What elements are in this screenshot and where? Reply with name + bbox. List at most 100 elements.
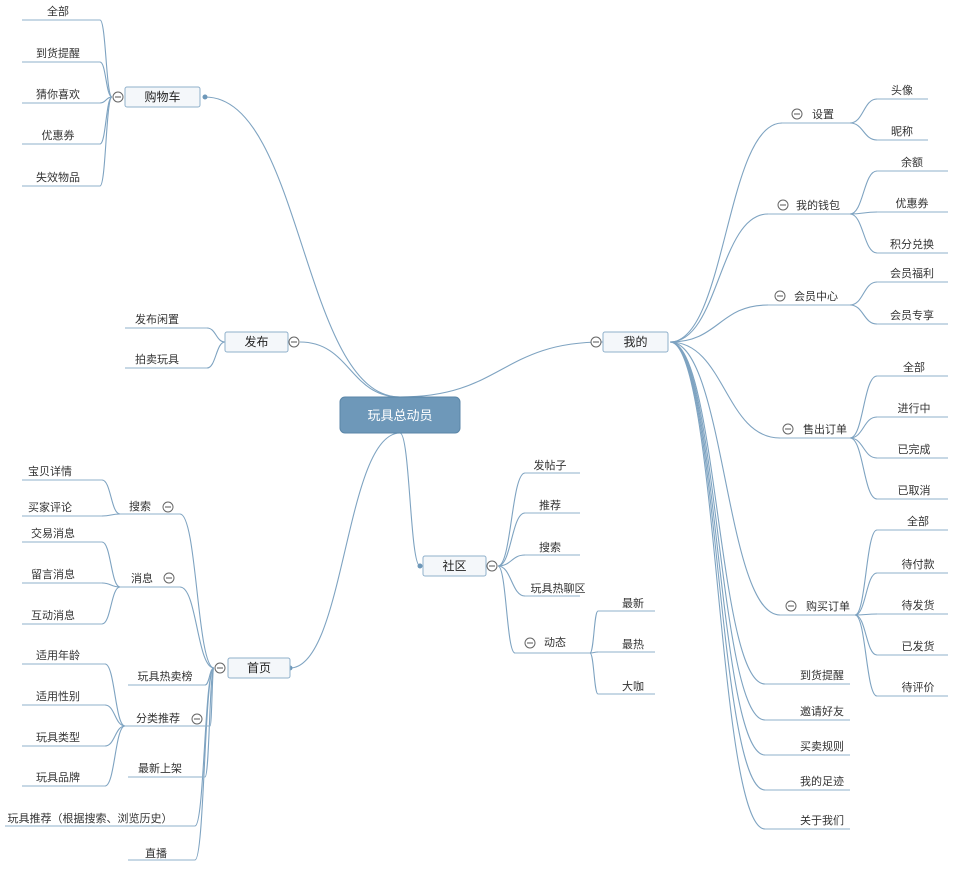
edge-category-item	[104, 663, 126, 727]
edge-mine-other	[669, 341, 766, 830]
edge-member-item	[849, 281, 878, 306]
message-item-0: 交易消息	[31, 526, 75, 540]
edge-cart-item	[99, 96, 113, 187]
edge-category-item	[104, 725, 126, 787]
cart-item-2: 猜你喜欢	[36, 87, 80, 101]
community-item-2: 搜索	[539, 540, 561, 554]
edge-feed-item	[589, 652, 599, 695]
home-node[interactable]: 首页	[227, 657, 291, 679]
home-node-label: 首页	[247, 661, 271, 675]
community-node[interactable]: 社区	[422, 555, 487, 577]
edge-bought-item	[854, 614, 878, 656]
edge-bought-item	[854, 529, 878, 616]
edge-root-cart	[204, 96, 401, 398]
edge-mine-settings	[669, 122, 783, 343]
edge-wallet-item	[849, 211, 878, 215]
edge-settings-item	[849, 98, 878, 124]
edge-home-live	[194, 667, 215, 861]
mine-collapse-toggle[interactable]	[590, 336, 602, 348]
mine-node-label: 我的	[623, 334, 647, 349]
community-feed-label: 动态	[544, 636, 566, 649]
edge-home-message	[179, 586, 215, 669]
search-item-1: 买家评论	[28, 500, 72, 514]
edge-category-item	[104, 704, 126, 727]
home-node-box	[227, 657, 291, 679]
sold-item-3: 已取消	[898, 483, 931, 497]
publish-item-0: 发布闲置	[135, 312, 179, 326]
edge-mine-wallet	[669, 213, 769, 343]
member-item-0: 会员福利	[890, 266, 934, 280]
edge-mine-sold	[669, 341, 781, 439]
search-collapse-toggle[interactable]	[162, 501, 174, 513]
home-collapse-toggle[interactable]	[214, 662, 226, 674]
search-item-0: 宝贝详情	[28, 464, 72, 478]
community-item-0: 发帖子	[534, 458, 567, 472]
edge-sold-item	[849, 437, 878, 459]
feed-item-2: 大咖	[622, 679, 644, 693]
edge-mine-other	[669, 341, 766, 685]
cart-item-1: 到货提醒	[36, 46, 80, 60]
publish-item-1: 拍卖玩具	[135, 352, 179, 366]
member-collapse-toggle[interactable]	[774, 290, 786, 302]
mine-bought-label: 购买订单	[806, 599, 850, 613]
edge-community-item	[497, 554, 526, 567]
home-live: 直播	[145, 846, 167, 860]
publish-node[interactable]: 发布	[224, 331, 289, 353]
edge-mine-other	[669, 341, 766, 721]
cart-collapse-toggle[interactable]	[112, 91, 124, 103]
mine-node[interactable]: 我的	[602, 331, 669, 353]
message-collapse-toggle[interactable]	[163, 572, 175, 584]
edge-message-item	[101, 541, 121, 588]
edge-sold-item	[849, 375, 878, 439]
edge-sold-item	[849, 416, 878, 439]
community-collapse-toggle[interactable]	[486, 560, 498, 572]
edge-member-item	[849, 304, 878, 325]
edge-root-community	[399, 432, 421, 567]
root-node[interactable]: 玩具总动员	[339, 396, 461, 434]
mine-other-1: 邀请好友	[800, 704, 844, 718]
edge-search-item	[101, 479, 121, 515]
publish-collapse-toggle[interactable]	[288, 336, 300, 348]
settings-collapse-toggle[interactable]	[791, 108, 803, 120]
mine-other-0: 到货提醒	[800, 668, 844, 682]
edge-home-search	[179, 513, 215, 669]
edge-home-category	[209, 667, 215, 727]
home-hot-list: 玩具热卖榜	[138, 669, 193, 683]
edge-feed-item	[589, 610, 599, 654]
edge-mine-member	[669, 304, 769, 343]
member-item-1: 会员专享	[890, 308, 934, 322]
edge-publish-item	[206, 341, 226, 369]
edge-cart-item	[99, 19, 113, 98]
sold-collapse-toggle[interactable]	[782, 423, 794, 435]
edge-mine-other	[669, 341, 766, 756]
home-category-label: 分类推荐	[136, 711, 180, 725]
edge-root-publish	[299, 341, 401, 398]
cart-item-3: 优惠券	[42, 128, 75, 142]
category-item-1: 适用性别	[36, 689, 80, 703]
edge-home-new	[204, 667, 215, 778]
feed-item-1: 最热	[622, 638, 644, 651]
community-node-label: 社区	[442, 558, 466, 573]
bought-collapse-toggle[interactable]	[785, 600, 797, 612]
edge-message-item	[101, 586, 121, 625]
edge-feed-item	[589, 651, 599, 654]
cart-node[interactable]: 购物车	[124, 86, 201, 108]
community-item-1: 推荐	[539, 498, 561, 512]
edge-wallet-item	[849, 170, 878, 215]
bought-item-1: 待付款	[902, 557, 935, 571]
home-new-arrival: 最新上架	[138, 761, 182, 775]
edge-root-home	[289, 432, 401, 669]
wallet-item-0: 余额	[901, 155, 923, 169]
root-box	[339, 396, 461, 434]
cart-arrow-dot	[202, 94, 208, 100]
edge-publish-item	[206, 327, 226, 343]
feed-collapse-toggle[interactable]	[524, 637, 536, 649]
category-item-3: 玩具品牌	[36, 770, 80, 784]
category-collapse-toggle[interactable]	[191, 713, 203, 725]
mine-wallet-label: 我的钱包	[796, 198, 840, 212]
sold-item-1: 进行中	[898, 402, 931, 415]
edge-community-feed	[497, 565, 516, 654]
cart-item-0: 全部	[47, 4, 69, 18]
wallet-collapse-toggle[interactable]	[777, 199, 789, 211]
